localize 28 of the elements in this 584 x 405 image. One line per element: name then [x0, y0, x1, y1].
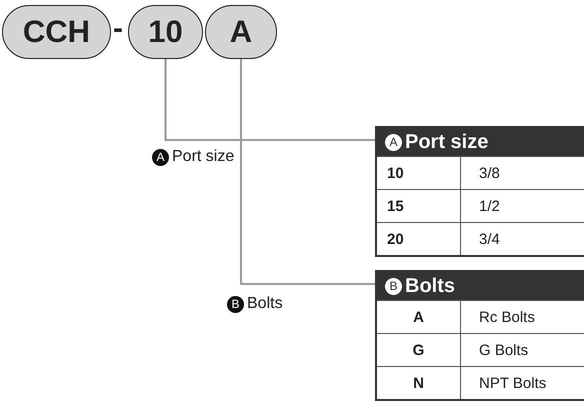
code-segment: 10	[128, 5, 203, 59]
option-value: G Bolts	[478, 340, 528, 360]
option-value: 3/4	[478, 230, 500, 250]
segment-label: Port size	[172, 148, 234, 166]
option-value: Rc Bolts	[478, 308, 535, 328]
option-code: 15	[377, 190, 461, 222]
circled-letter: A	[385, 134, 402, 150]
segment-label: Bolts	[247, 295, 283, 313]
code-segment: CCH	[2, 5, 111, 59]
option-code: N	[377, 367, 461, 399]
circled-letter: A	[152, 148, 169, 166]
separator-dash: -	[113, 12, 123, 46]
option-table	[375, 270, 584, 401]
circled-letter: B	[227, 296, 244, 312]
table-title: Port size	[405, 130, 488, 154]
option-value: 1/2	[478, 196, 500, 216]
code-segment: A	[205, 5, 277, 59]
option-code: G	[377, 334, 461, 366]
option-code: 20	[377, 223, 461, 255]
option-code: 10	[377, 157, 461, 189]
option-value: NPT Bolts	[478, 374, 546, 394]
leader-line	[240, 59, 375, 285]
leader-line	[164, 59, 375, 141]
option-table	[375, 126, 584, 257]
table-title: Bolts	[405, 274, 455, 298]
option-code: A	[377, 301, 461, 333]
circled-letter: B	[385, 278, 402, 294]
option-value: 3/8	[478, 164, 500, 184]
